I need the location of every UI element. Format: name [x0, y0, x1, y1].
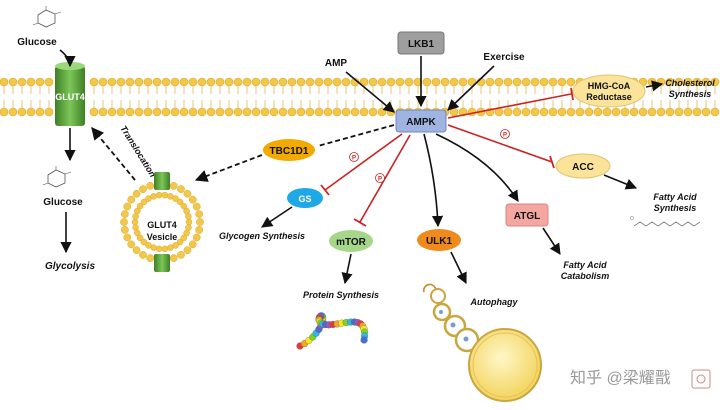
protein-chain-icon — [296, 312, 369, 350]
glut4-transporter: GLUT4 — [55, 62, 85, 126]
arrow-gs-to-glycogen — [261, 206, 293, 228]
arrow-glucose-to-glut4 — [59, 49, 76, 68]
lkb1-label: LKB1 — [408, 39, 435, 50]
glut4-vesicle — [120, 172, 204, 272]
arrow-acc-to-fa-synthesis — [603, 174, 638, 190]
inhibit-ampk-mtor — [359, 134, 411, 223]
hmgcoa-node — [572, 74, 646, 108]
glycolysis-label: Glycolysis — [45, 261, 95, 272]
watermark-text: 知乎 @梁耀戬 — [570, 369, 671, 387]
tbc1d1-node — [263, 139, 315, 161]
lkb1-box — [397, 31, 445, 55]
mtor-label: mTOR — [336, 237, 367, 248]
glucose-bottom-label: Glucose — [43, 197, 83, 208]
atgl-label: ATGL — [514, 211, 540, 222]
mtor-node — [329, 230, 373, 252]
acc-node — [555, 153, 611, 179]
inhibit-ampk-gs — [324, 133, 403, 191]
gs-node — [287, 188, 323, 208]
inhibit-ampk-acc — [447, 124, 553, 163]
arrow-atgl-to-catabolism — [542, 227, 561, 255]
cholesterol-line1: Cholesterol — [665, 78, 715, 88]
acc-label: ACC — [572, 162, 594, 173]
fa-catabolism-line1: Fatty Acid — [563, 260, 607, 270]
arrow-tbc1d1-to-vesicle — [194, 154, 263, 182]
arrow-amp-to-ampk — [345, 71, 395, 113]
hmgcoa-line2: Reductase — [586, 92, 632, 102]
ampk-label: AMPK — [406, 117, 436, 128]
arrow-exercise-to-ampk — [447, 65, 495, 111]
line-ampk-tbc1d1 — [317, 124, 395, 147]
vesicle-label-line1: GLUT4 — [147, 220, 177, 230]
ulk1-node — [417, 229, 461, 251]
amp-label: AMP — [325, 58, 348, 69]
glycogen-synthesis-label: Glycogen Synthesis — [219, 231, 305, 241]
watermark-logo-icon — [691, 369, 711, 389]
autophagy-label: Autophagy — [470, 297, 519, 307]
exercise-label: Exercise — [483, 52, 525, 63]
hmgcoa-line1: HMG-CoA — [588, 81, 631, 91]
fa-synthesis-line1: Fatty Acid — [653, 192, 697, 202]
cholesterol-line2: Synthesis — [669, 89, 712, 99]
fatty-acid-chain-icon: O — [630, 216, 701, 227]
phospho-marker-mtor: P — [375, 173, 385, 183]
phospho-marker-acc: P — [500, 129, 510, 139]
arrow-ampk-to-ulk1 — [423, 133, 444, 228]
translocation-label: Translocation — [118, 124, 158, 180]
arrow-translocation — [91, 127, 136, 181]
ampk-box — [395, 109, 447, 133]
gs-label: GS — [298, 194, 311, 204]
svg-text:P: P — [352, 156, 356, 162]
tbc1d1-label: TBC1D1 — [270, 146, 309, 157]
fa-catabolism-line2: Catabolism — [561, 271, 610, 281]
atgl-box — [505, 203, 549, 227]
glucose-molecule-top-icon — [32, 6, 62, 28]
fa-synthesis-line2: Synthesis — [654, 203, 697, 213]
glucose-molecule-bottom-icon — [42, 166, 72, 188]
arrow-ampk-to-atgl — [435, 133, 519, 202]
svg-text:P: P — [378, 177, 382, 183]
phospho-marker-gs: P — [349, 152, 359, 162]
arrow-ulk1-to-autophagy — [450, 251, 467, 285]
glucose-top-label: Glucose — [17, 37, 57, 48]
svg-text:P: P — [503, 133, 507, 139]
svg-text:O: O — [630, 216, 634, 222]
inhibit-ampk-hmgcoa — [447, 93, 572, 119]
vesicle-label-line2: Vesicle — [147, 232, 178, 242]
arrow-mtor-to-protein — [341, 253, 353, 285]
protein-synthesis-label: Protein Synthesis — [303, 290, 379, 300]
autophagy-vesicles-icon — [423, 283, 542, 402]
ulk1-label: ULK1 — [426, 236, 453, 247]
arrow-hmgcoa-to-cholesterol — [645, 80, 664, 92]
glut4-label: GLUT4 — [55, 92, 85, 102]
